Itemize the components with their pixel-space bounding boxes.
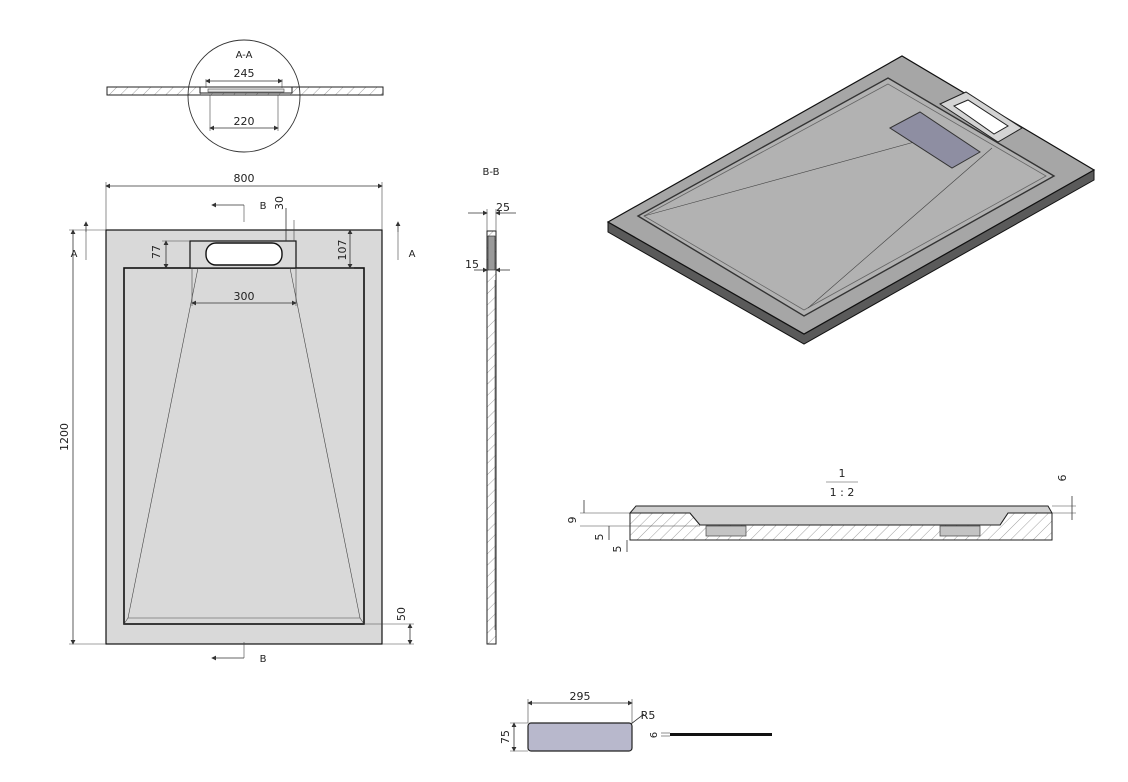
section-aa-dim-245: 245	[234, 67, 255, 80]
plan-tray-outline	[105, 229, 383, 645]
detail-dim-5a: 5	[593, 534, 606, 541]
plan-view: 800 1200 300 30 77 107 50 A A	[58, 172, 416, 665]
section-aa-label: A-A	[236, 50, 253, 61]
plan-dim-width: 800	[234, 172, 255, 185]
plan-drain-slot	[205, 242, 283, 266]
section-bb-dim-25: 25	[496, 201, 510, 214]
iso-basin-rim	[643, 83, 1047, 311]
plan-dim-50: 50	[395, 607, 408, 621]
plan-dim-drain-width: 300	[234, 290, 255, 303]
grate-view: 295 75 R5 6	[499, 690, 772, 752]
grate-dim-thickness: 6	[649, 732, 660, 738]
section-bb-view: B-B 25 15	[465, 167, 516, 645]
plan-dim-height: 1200	[58, 423, 71, 451]
detail-dim-6: 6	[1056, 475, 1069, 482]
detail-number: 1	[839, 467, 846, 480]
plan-dim-107: 107	[336, 240, 349, 261]
section-marker-a-left: A	[71, 249, 78, 260]
section-bb-profile	[486, 230, 497, 645]
grate-dim-width: 295	[570, 690, 591, 703]
detail-scale: 1 : 2	[830, 486, 855, 499]
detail-dim-5b: 5	[611, 546, 624, 553]
grate-side-profile	[670, 733, 772, 736]
grate-plate	[527, 722, 633, 752]
section-bb-dim-15: 15	[465, 258, 479, 271]
section-bb-label: B-B	[483, 167, 500, 178]
detail-view: 1 1 : 2 9 5 5 6	[566, 467, 1076, 553]
plan-dim-30: 30	[273, 196, 286, 210]
section-aa-dim-220: 220	[234, 115, 255, 128]
iso-drain-grate	[889, 111, 981, 169]
section-marker-b-top: B	[260, 201, 267, 212]
grate-dim-height: 75	[499, 730, 512, 744]
section-aa-view: A-A 245 220	[106, 39, 384, 153]
detail-top-surface	[628, 505, 1053, 526]
section-marker-b-bottom: B	[260, 654, 267, 665]
plan-dim-77: 77	[150, 245, 163, 259]
detail-dim-9: 9	[566, 517, 579, 524]
section-marker-a-right: A	[409, 249, 416, 260]
grate-dim-radius: R5	[641, 709, 656, 722]
isometric-view	[606, 55, 1096, 345]
section-aa-detail-circle	[187, 39, 301, 153]
